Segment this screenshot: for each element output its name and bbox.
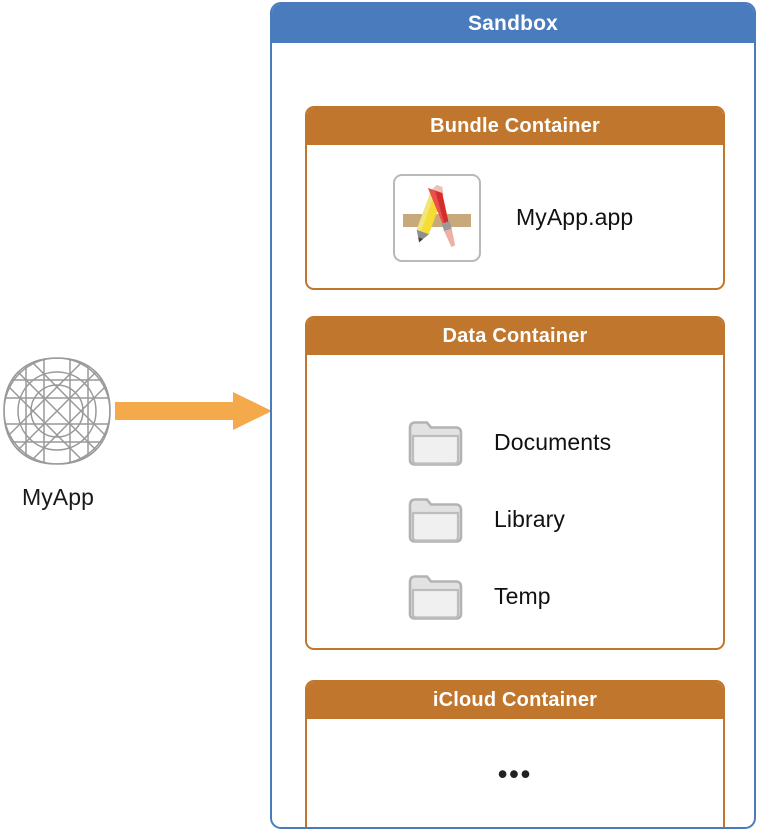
folder-icon [408,420,463,466]
app-node: MyApp [0,356,116,516]
list-item: Library [307,481,723,558]
right-arrow-icon [115,392,272,430]
icloud-container-body: ••• [307,719,723,827]
bundle-item-label: MyApp.app [516,204,634,230]
icloud-container-title: iCloud Container [307,682,723,719]
bundle-container-title: Bundle Container [307,108,723,145]
bundle-container: Bundle Container [305,106,725,290]
sandbox-title: Sandbox [272,4,754,43]
folder-icon [408,497,463,543]
sandbox-box: Sandbox Bundle Container [270,2,756,829]
data-container: Data Container Documents [305,316,725,650]
ellipsis-placeholder: ••• [497,758,533,789]
folder-label: Library [494,506,566,532]
folder-icon [408,574,463,620]
icloud-container: iCloud Container ••• [305,680,725,827]
app-icon-grid-template-icon [3,357,111,465]
folder-list: Documents Library [307,404,723,635]
sandbox-body: Bundle Container [272,43,754,827]
list-item: MyApp.app [307,145,723,288]
list-item: Temp [307,558,723,635]
folder-label: Temp [494,583,551,609]
app-name-label: MyApp [21,484,95,510]
folder-label: Documents [494,429,612,455]
xcode-app-bundle-icon [393,173,481,262]
data-container-title: Data Container [307,318,723,355]
list-item: Documents [307,404,723,481]
